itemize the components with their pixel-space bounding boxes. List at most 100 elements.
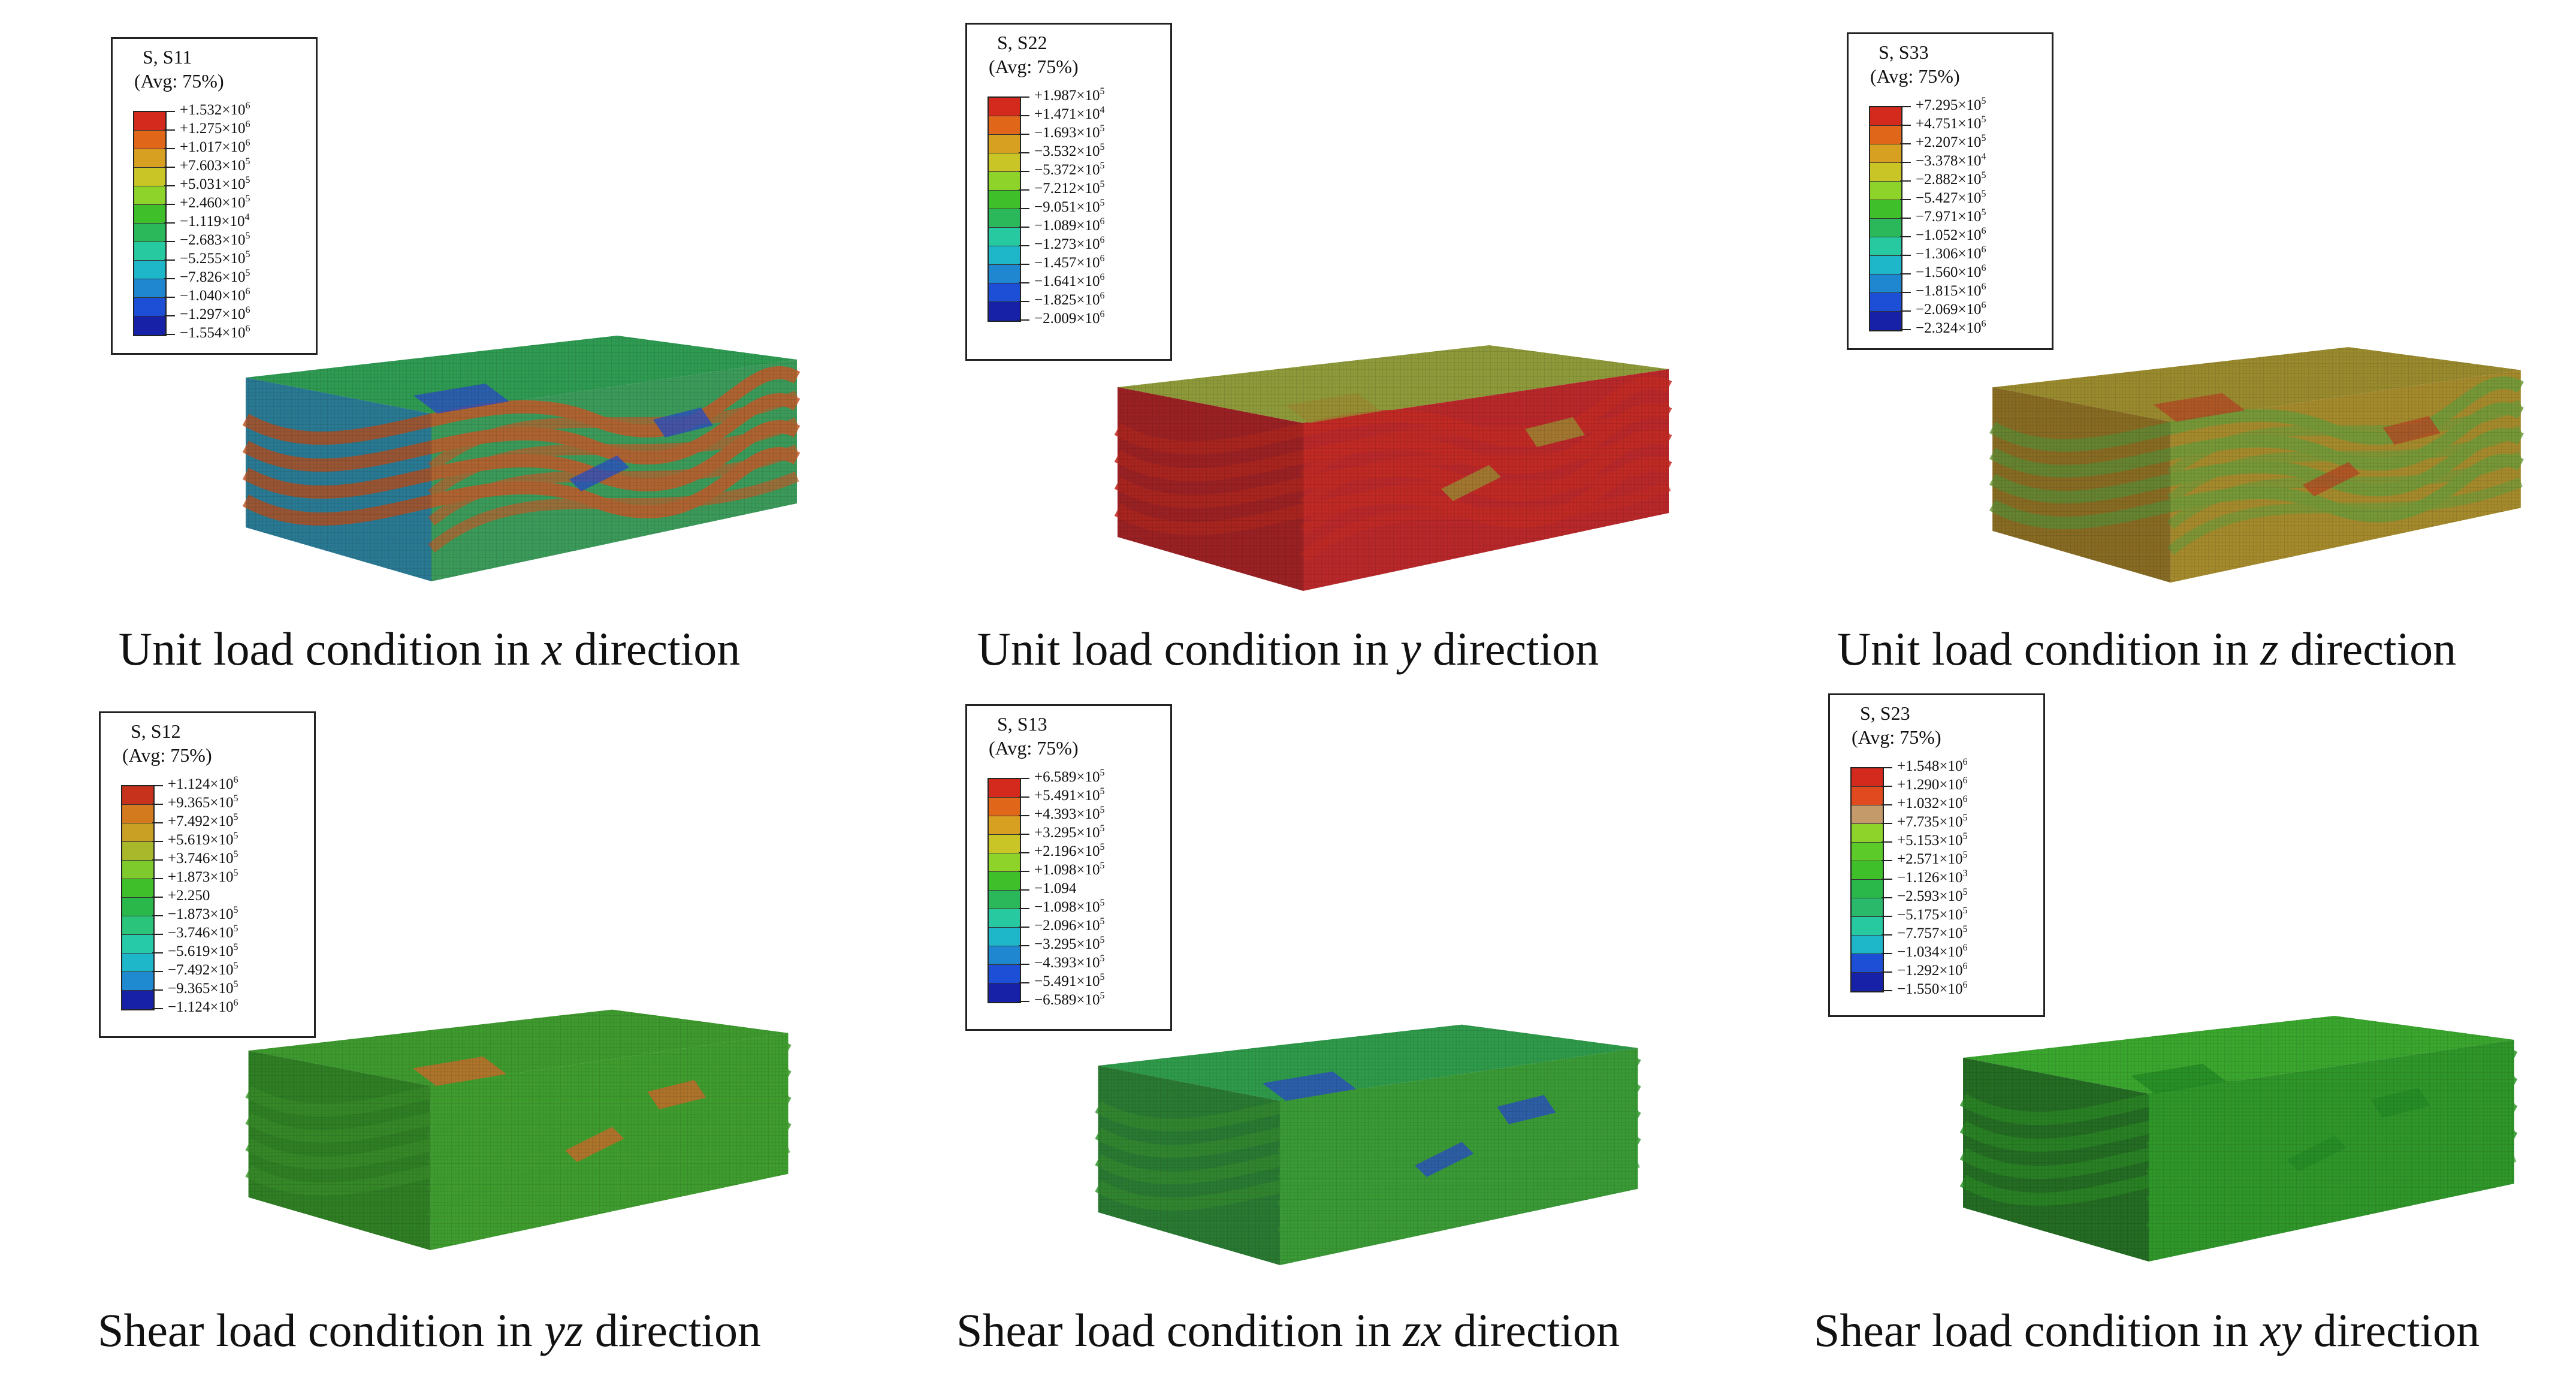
color-band xyxy=(1870,274,1901,293)
scale-label: −3.295×105 xyxy=(1034,935,1105,953)
panel-s12: S, S12(Avg: 75%)+1.124×106+9.365×105+7.4… xyxy=(0,686,859,1372)
color-band xyxy=(1852,805,1883,824)
scale-tick xyxy=(1019,1001,1029,1002)
scale-tick xyxy=(1882,934,1892,936)
scale-label: +5.619×105 xyxy=(168,831,238,849)
color-band xyxy=(1852,954,1883,973)
scale-label: −5.255×105 xyxy=(180,249,250,267)
color-band xyxy=(134,224,165,242)
color-band xyxy=(1870,107,1901,126)
scale-tick xyxy=(1882,916,1892,917)
scale-label: +7.295×105 xyxy=(1916,96,1986,114)
scale-label: +5.491×105 xyxy=(1034,786,1105,804)
color-band xyxy=(1870,163,1901,182)
scale-label: +4.393×105 xyxy=(1034,805,1105,823)
color-band xyxy=(1852,861,1883,880)
color-band xyxy=(989,98,1020,116)
color-band xyxy=(989,172,1020,191)
scale-label: +1.124×106 xyxy=(168,775,238,793)
color-band xyxy=(122,879,153,898)
scale-tick xyxy=(152,841,163,842)
scale-label: −3.746×105 xyxy=(168,924,238,942)
scale-label: −1.040×106 xyxy=(180,286,250,304)
scale-label: +3.746×105 xyxy=(168,849,238,867)
color-band xyxy=(122,916,153,935)
legend-s23: S, S23(Avg: 75%)+1.548×106+1.290×106+1.0… xyxy=(1828,693,2045,1017)
color-scale xyxy=(1850,767,1884,992)
block-model xyxy=(1989,347,2524,583)
scale-label: −1.297×106 xyxy=(180,305,250,323)
color-band xyxy=(122,972,153,991)
scale-tick xyxy=(1019,152,1029,153)
color-band xyxy=(1852,973,1883,991)
panel-s11: S, S11(Avg: 75%)+1.532×106+1.275×106+1.0… xyxy=(0,0,859,686)
legend-s22: S, S22(Avg: 75%)+1.987×105+1.471×104−1.6… xyxy=(965,23,1172,361)
scale-tick xyxy=(1019,96,1029,98)
color-band xyxy=(1870,293,1901,312)
scale-label: −1.124×106 xyxy=(168,998,238,1016)
scale-label: +1.532×106 xyxy=(180,101,250,119)
scale-label: −7.212×105 xyxy=(1034,179,1105,197)
legend-average-note: (Avg: 75%) xyxy=(989,737,1079,759)
color-band xyxy=(134,298,165,316)
scale-tick xyxy=(1900,255,1911,256)
scale-tick xyxy=(164,241,175,242)
scale-label: +1.873×105 xyxy=(168,868,238,886)
legend-title: S, S12 xyxy=(131,720,181,742)
scale-label: −3.532×105 xyxy=(1034,142,1105,160)
legend-title: S, S11 xyxy=(143,46,192,68)
legend-average-note: (Avg: 75%) xyxy=(1852,726,1941,748)
color-band xyxy=(1870,182,1901,200)
color-band xyxy=(122,861,153,879)
color-band xyxy=(989,946,1020,965)
scale-label: −1.815×106 xyxy=(1916,282,1986,300)
scale-tick xyxy=(1882,971,1892,973)
scale-tick xyxy=(152,859,163,861)
scale-tick xyxy=(1900,106,1911,107)
scale-label: −7.826×105 xyxy=(180,268,250,286)
scale-tick xyxy=(1019,227,1029,228)
legend-s33: S, S33(Avg: 75%)+7.295×105+4.751×105+2.2… xyxy=(1847,32,2053,350)
caption-s23: Shear load condition in xy direction xyxy=(1813,1304,2480,1356)
scale-tick xyxy=(1882,897,1892,898)
scale-label: −7.757×105 xyxy=(1897,924,1968,942)
scale-tick xyxy=(164,334,175,335)
color-band xyxy=(134,112,165,131)
scale-label: −5.372×105 xyxy=(1034,161,1105,179)
scale-label: +1.471×104 xyxy=(1034,105,1105,123)
color-band xyxy=(989,153,1020,172)
scale-tick xyxy=(1900,180,1911,182)
color-band xyxy=(989,228,1020,246)
scale-tick xyxy=(152,785,163,786)
legend-s12: S, S12(Avg: 75%)+1.124×106+9.365×105+7.4… xyxy=(99,711,316,1038)
scale-tick xyxy=(1900,125,1911,126)
color-band xyxy=(989,265,1020,283)
scale-tick xyxy=(1019,834,1029,835)
color-band xyxy=(989,283,1020,302)
scale-tick xyxy=(152,952,163,953)
scale-tick xyxy=(1019,964,1029,965)
scale-label: −1.554×106 xyxy=(180,324,250,342)
scale-label: −5.427×105 xyxy=(1916,189,1986,207)
scale-tick xyxy=(1019,852,1029,853)
scale-tick xyxy=(1900,310,1911,312)
color-band xyxy=(989,302,1020,321)
scale-label: −1.098×105 xyxy=(1034,898,1105,916)
scale-tick xyxy=(164,185,175,186)
scale-tick xyxy=(152,1008,163,1009)
scale-tick xyxy=(152,897,163,898)
scale-label: +4.751×105 xyxy=(1916,114,1986,132)
scale-tick xyxy=(1019,908,1029,909)
scale-tick xyxy=(1882,767,1892,768)
scale-label: +1.548×106 xyxy=(1897,757,1968,775)
color-band xyxy=(134,168,165,186)
scale-label: −2.069×106 xyxy=(1916,300,1986,318)
scale-tick xyxy=(1882,841,1892,843)
scale-tick xyxy=(1019,171,1029,172)
color-band xyxy=(1852,898,1883,917)
scale-tick xyxy=(1019,264,1029,265)
scale-label: −2.324×106 xyxy=(1916,319,1986,337)
scale-tick xyxy=(1019,208,1029,209)
color-band xyxy=(134,131,165,149)
scale-label: +2.571×105 xyxy=(1897,850,1968,868)
